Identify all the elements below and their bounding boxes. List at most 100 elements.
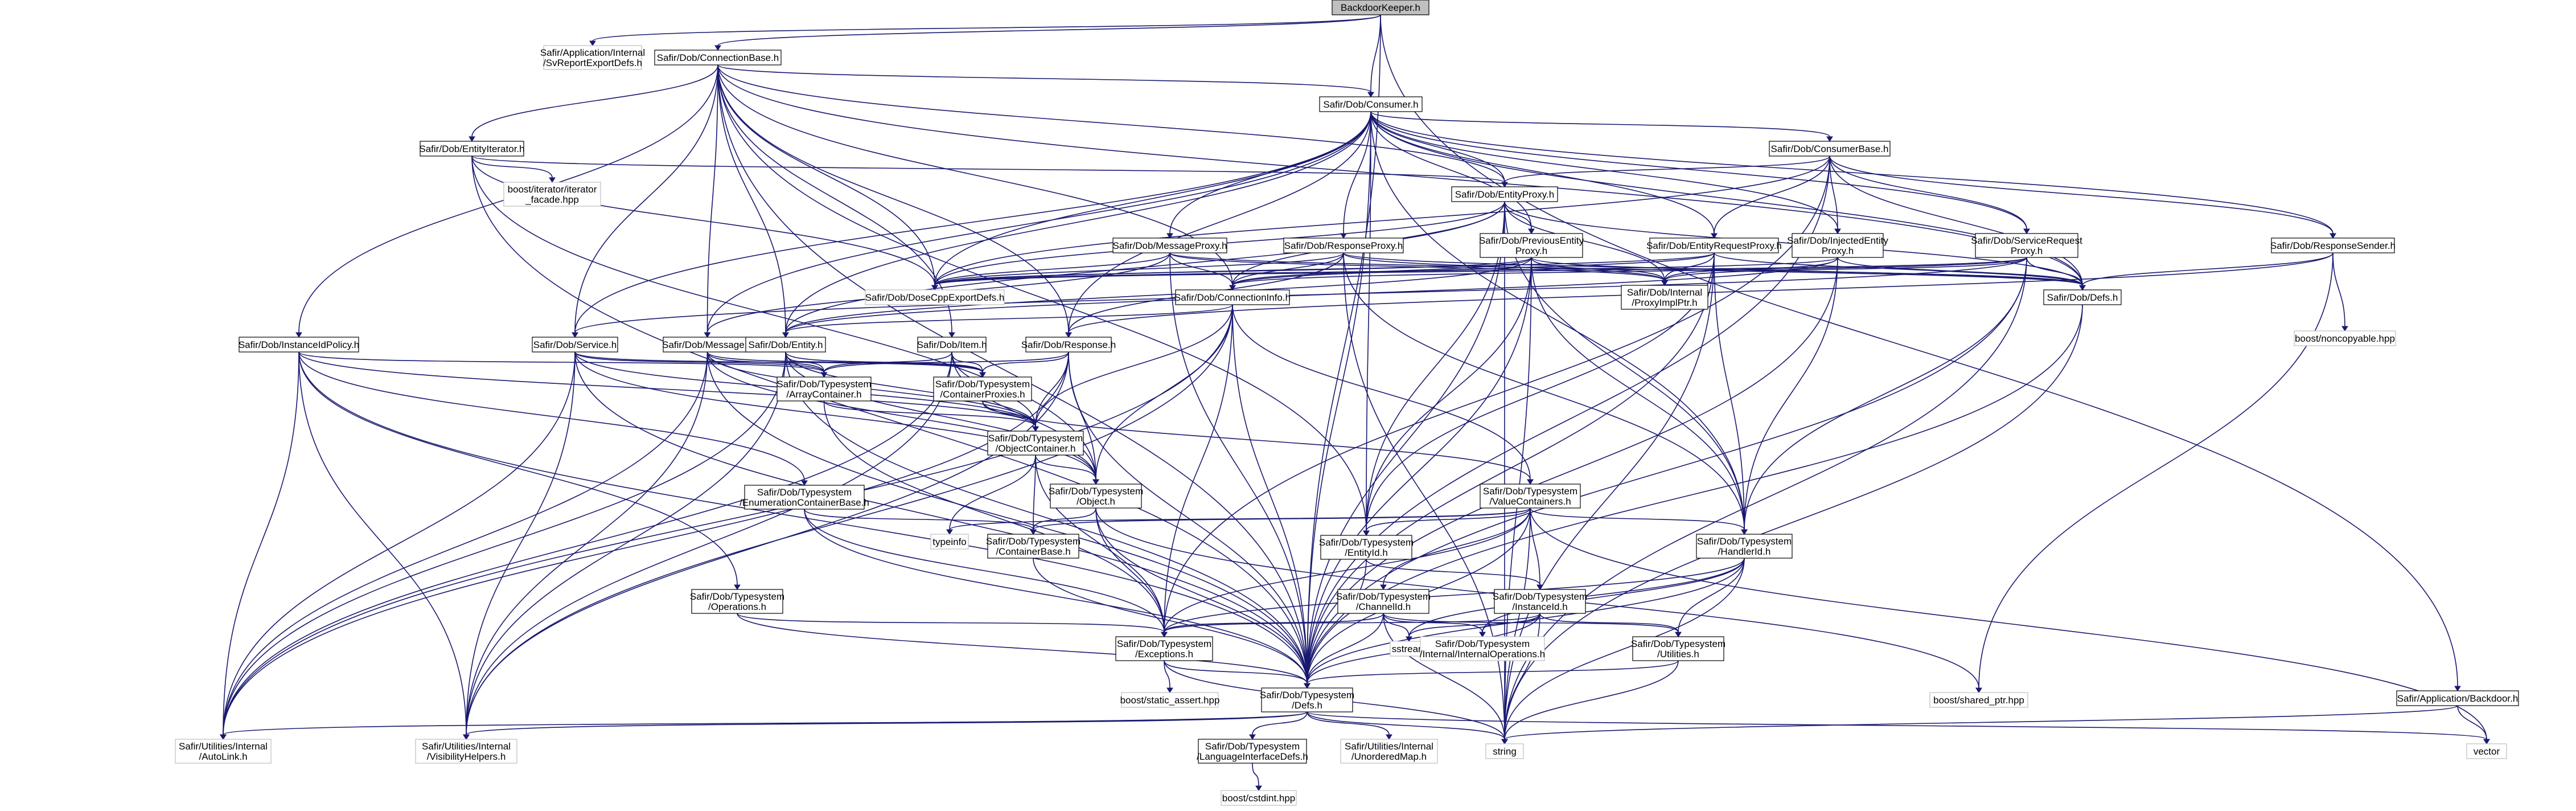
node-box-operations[interactable] bbox=[691, 589, 783, 614]
node-box-langint[interactable] bbox=[1198, 739, 1307, 764]
node-consumerbase[interactable]: Safir/Dob/ConsumerBase.h bbox=[1769, 141, 1891, 157]
node-box-entity[interactable] bbox=[745, 337, 826, 353]
node-vector[interactable]: vector bbox=[2466, 743, 2507, 759]
node-box-objcont[interactable] bbox=[987, 431, 1084, 456]
node-box-dobdefs[interactable] bbox=[2043, 289, 2122, 305]
node-box-contproxies[interactable] bbox=[933, 376, 1032, 402]
node-box-entityid[interactable] bbox=[1320, 535, 1412, 560]
node-contbase[interactable]: Safir/Dob/Typesystem/ContainerBase.h bbox=[986, 534, 1080, 559]
node-box-respproxy[interactable] bbox=[1283, 237, 1404, 253]
node-unordered[interactable]: Safir/Utilities/Internal/UnorderedMap.h bbox=[1340, 739, 1438, 764]
node-box-service[interactable] bbox=[532, 337, 618, 353]
node-box-instpolicy[interactable] bbox=[239, 337, 359, 353]
node-box-typeinfo[interactable] bbox=[930, 534, 969, 550]
node-msgproxy[interactable]: Safir/Dob/MessageProxy.h bbox=[1112, 237, 1227, 253]
node-internalops[interactable]: Safir/Dob/Typesystem/Internal/InternalOp… bbox=[1420, 636, 1545, 661]
node-response[interactable]: Safir/Dob/Response.h bbox=[1021, 337, 1116, 353]
node-box-boostiter[interactable] bbox=[503, 182, 601, 207]
node-instanceid[interactable]: Safir/Dob/Typesystem/InstanceId.h bbox=[1493, 589, 1587, 614]
node-box-consumerbase[interactable] bbox=[1769, 141, 1891, 157]
node-visibility[interactable]: Safir/Utilities/Internal/VisibilityHelpe… bbox=[415, 739, 517, 764]
node-box-consumer[interactable] bbox=[1319, 96, 1423, 112]
node-box-utilities[interactable] bbox=[1632, 636, 1724, 661]
node-box-connbase[interactable] bbox=[654, 50, 782, 65]
node-objcont[interactable]: Safir/Dob/Typesystem/ObjectContainer.h bbox=[987, 431, 1084, 456]
node-instpolicy[interactable]: Safir/Dob/InstanceIdPolicy.h bbox=[239, 337, 359, 353]
node-box-visibility[interactable] bbox=[415, 739, 517, 764]
node-entityreq[interactable]: Safir/Dob/EntityRequestProxy.h bbox=[1646, 237, 1782, 253]
node-entityproxy[interactable]: Safir/Dob/EntityProxy.h bbox=[1451, 186, 1558, 202]
node-box-unordered[interactable] bbox=[1340, 739, 1438, 764]
node-box-response[interactable] bbox=[1025, 337, 1112, 353]
node-contproxies[interactable]: Safir/Dob/Typesystem/ContainerProxies.h bbox=[933, 376, 1032, 402]
node-box-channelid[interactable] bbox=[1337, 589, 1429, 614]
node-box-msgproxy[interactable] bbox=[1112, 237, 1227, 253]
node-consumer[interactable]: Safir/Dob/Consumer.h bbox=[1319, 96, 1423, 112]
node-box-string[interactable] bbox=[1485, 743, 1524, 759]
node-item[interactable]: Safir/Dob/Item.h bbox=[917, 337, 987, 353]
node-utilities[interactable]: Safir/Dob/Typesystem/Utilities.h bbox=[1631, 636, 1725, 661]
node-box-valuecont[interactable] bbox=[1480, 484, 1581, 509]
node-box-message[interactable] bbox=[663, 337, 752, 353]
node-dobdefs[interactable]: Safir/Dob/Defs.h bbox=[2043, 289, 2122, 305]
node-box-preventity[interactable] bbox=[1480, 233, 1583, 258]
node-box-entityreq[interactable] bbox=[1649, 237, 1779, 253]
node-root[interactable]: BackdoorKeeper.h bbox=[1332, 0, 1429, 15]
node-box-entityproxy[interactable] bbox=[1451, 186, 1558, 202]
node-object[interactable]: Safir/Dob/Typesystem/Object.h bbox=[1049, 484, 1143, 509]
node-respsender[interactable]: Safir/Dob/ResponseSender.h bbox=[2270, 237, 2396, 253]
node-svreport[interactable]: Safir/Application/Internal/SvReportExpor… bbox=[540, 45, 645, 70]
node-box-instanceid[interactable] bbox=[1494, 589, 1586, 614]
node-box-enumcont[interactable] bbox=[744, 485, 865, 510]
node-message[interactable]: Safir/Dob/Message.h bbox=[662, 337, 753, 353]
node-conninfo[interactable]: Safir/Dob/ConnectionInfo.h bbox=[1174, 289, 1291, 305]
node-entityid[interactable]: Safir/Dob/Typesystem/EntityId.h bbox=[1319, 535, 1414, 560]
node-box-contbase[interactable] bbox=[987, 534, 1079, 559]
node-box-object[interactable] bbox=[1050, 484, 1142, 509]
node-box-boostshared[interactable] bbox=[1929, 692, 2028, 708]
node-staticassert[interactable]: boost/static_assert.hpp bbox=[1120, 692, 1220, 708]
node-connbase[interactable]: Safir/Dob/ConnectionBase.h bbox=[654, 50, 782, 65]
node-service[interactable]: Safir/Dob/Service.h bbox=[532, 337, 618, 353]
node-doveexport[interactable]: Safir/Dob/DoseCppExportDefs.h bbox=[865, 289, 1005, 305]
node-box-appbackdoor[interactable] bbox=[2396, 690, 2519, 706]
node-box-boostnoncopy[interactable] bbox=[2294, 330, 2396, 346]
node-langint[interactable]: Safir/Dob/Typesystem/LanguageInterfaceDe… bbox=[1197, 739, 1308, 764]
node-box-root[interactable] bbox=[1332, 0, 1429, 15]
node-box-cstdint[interactable] bbox=[1221, 790, 1297, 806]
node-box-handlerid[interactable] bbox=[1696, 534, 1793, 559]
node-string[interactable]: string bbox=[1485, 743, 1524, 759]
node-arraycont[interactable]: Safir/Dob/Typesystem/ArrayContainer.h bbox=[777, 376, 872, 402]
node-autolink[interactable]: Safir/Utilities/Internal/AutoLink.h bbox=[175, 739, 272, 764]
node-tsdefs[interactable]: Safir/Dob/Typesystem/Defs.h bbox=[1260, 687, 1354, 712]
node-box-respsender[interactable] bbox=[2271, 237, 2395, 253]
node-boostshared[interactable]: boost/shared_ptr.hpp bbox=[1929, 692, 2028, 708]
node-exceptions[interactable]: Safir/Dob/Typesystem/Exceptions.h bbox=[1115, 636, 1213, 661]
node-box-staticassert[interactable] bbox=[1121, 692, 1219, 708]
node-box-vector[interactable] bbox=[2466, 743, 2507, 759]
node-box-svreport[interactable] bbox=[543, 45, 642, 70]
node-box-autolink[interactable] bbox=[175, 739, 272, 764]
node-box-doveexport[interactable] bbox=[865, 289, 1005, 305]
node-entityiter[interactable]: Safir/Dob/EntityIterator.h bbox=[419, 141, 525, 157]
node-respproxy[interactable]: Safir/Dob/ResponseProxy.h bbox=[1283, 237, 1404, 253]
node-box-tsdefs[interactable] bbox=[1261, 687, 1353, 712]
node-operations[interactable]: Safir/Dob/Typesystem/Operations.h bbox=[690, 589, 784, 614]
node-box-entityiter[interactable] bbox=[420, 141, 524, 157]
node-channelid[interactable]: Safir/Dob/Typesystem/ChannelId.h bbox=[1336, 589, 1431, 614]
node-box-exceptions[interactable] bbox=[1115, 636, 1213, 661]
node-valuecont[interactable]: Safir/Dob/Typesystem/ValueContainers.h bbox=[1480, 484, 1581, 509]
node-cstdint[interactable]: boost/cstdint.hpp bbox=[1221, 790, 1297, 806]
node-enumcont[interactable]: Safir/Dob/Typesystem/EnumerationContaine… bbox=[739, 485, 869, 510]
node-box-item[interactable] bbox=[917, 337, 987, 353]
node-box-arraycont[interactable] bbox=[777, 376, 872, 402]
node-handlerid[interactable]: Safir/Dob/Typesystem/HandlerId.h bbox=[1696, 534, 1793, 559]
node-boostiter[interactable]: boost/iterator/iterator_facade.hpp bbox=[503, 182, 601, 207]
node-boostnoncopy[interactable]: boost/noncopyable.hpp bbox=[2294, 330, 2396, 346]
node-proxyimpl[interactable]: Safir/Dob/Internal/ProxyImplPtr.h bbox=[1621, 285, 1708, 310]
node-box-injected[interactable] bbox=[1792, 233, 1884, 258]
node-appbackdoor[interactable]: Safir/Application/Backdoor.h bbox=[2396, 690, 2519, 706]
